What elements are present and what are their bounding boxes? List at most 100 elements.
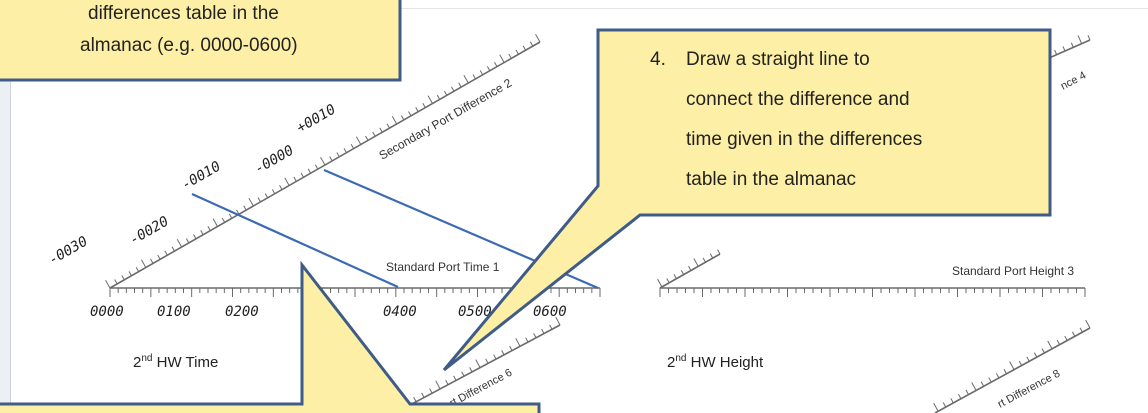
scale-tick bbox=[243, 205, 247, 211]
callout-step4 bbox=[442, 28, 1052, 372]
scale-tick bbox=[421, 392, 425, 398]
page-left-margin bbox=[0, 0, 11, 413]
scale-tick bbox=[386, 123, 390, 129]
secondary-port-difference-label: Secondary Port Difference 2 bbox=[377, 75, 515, 162]
scale-tick bbox=[427, 95, 433, 104]
scale-tick bbox=[942, 402, 947, 408]
scale-tick bbox=[1054, 49, 1058, 55]
scale-tick bbox=[248, 197, 254, 207]
scale-tick bbox=[422, 103, 426, 108]
scale-tick bbox=[1085, 319, 1091, 329]
scale-tick bbox=[680, 270, 685, 275]
scale-tick bbox=[709, 253, 714, 259]
callout-top-left-line1: differences table in the bbox=[88, 3, 279, 24]
scale-tick bbox=[320, 156, 326, 166]
scale-tick bbox=[343, 148, 347, 153]
page-top-edge bbox=[10, 0, 1148, 9]
scale-tick bbox=[314, 164, 319, 170]
base-tick-label-0100: 0100 bbox=[157, 304, 191, 320]
time-baseline-ticks bbox=[109, 288, 601, 297]
scale-tick bbox=[221, 217, 226, 223]
callout-bottom bbox=[0, 260, 541, 413]
scale-tick bbox=[1079, 327, 1083, 333]
height-diagonal-scale bbox=[659, 253, 721, 289]
time-diagonal-ticks bbox=[105, 33, 541, 289]
scale-tick bbox=[1071, 331, 1076, 337]
scale-tick bbox=[541, 328, 545, 334]
diag-tick-label-3: -0000 bbox=[252, 143, 297, 178]
callout-step4-line1: Draw a straight line to bbox=[686, 49, 870, 70]
scale-tick bbox=[533, 333, 537, 338]
scale-tick bbox=[657, 278, 663, 288]
scale-tick bbox=[1062, 46, 1066, 52]
scale-tick bbox=[666, 278, 670, 284]
scale-tick bbox=[493, 354, 497, 360]
scale-tick bbox=[279, 185, 283, 190]
scale-tick bbox=[463, 74, 469, 84]
scale-tick bbox=[525, 337, 529, 343]
base-tick-label-0200: 0200 bbox=[225, 304, 259, 320]
scale-tick bbox=[443, 90, 448, 96]
standard-port-time-label: Standard Port Time 1 bbox=[386, 260, 500, 274]
scale-tick bbox=[1003, 369, 1007, 374]
scale-tick bbox=[228, 213, 233, 219]
scale-tick bbox=[140, 259, 147, 268]
scale-tick bbox=[150, 258, 154, 264]
scale-tick bbox=[236, 209, 240, 215]
scale-tick bbox=[1087, 35, 1091, 41]
callout-step4-line3: time given in the differences bbox=[686, 129, 923, 150]
second-hw-time-label: 2nd HW Time bbox=[133, 353, 218, 371]
scale-tick bbox=[717, 249, 721, 255]
diag-tick-label-1: -0020 bbox=[127, 214, 172, 249]
scale-tick bbox=[535, 33, 541, 43]
scale-tick bbox=[435, 380, 441, 389]
scale-tick bbox=[1041, 348, 1045, 354]
scale-tick bbox=[965, 389, 969, 395]
time-lower-ticks bbox=[395, 316, 561, 411]
scale-tick bbox=[436, 94, 441, 100]
scale-tick bbox=[485, 358, 489, 364]
height-lower-scale bbox=[934, 327, 1091, 413]
scale-tick bbox=[688, 265, 692, 271]
scale-tick bbox=[164, 250, 168, 256]
scale-tick bbox=[1064, 335, 1068, 341]
scale-tick bbox=[1077, 35, 1083, 44]
scale-tick bbox=[379, 127, 383, 133]
base-tick-label-0600: 0600 bbox=[533, 304, 567, 320]
scale-tick bbox=[284, 177, 290, 186]
scale-tick bbox=[128, 271, 132, 276]
base-tick-label-0000: 0000 bbox=[90, 304, 124, 320]
scale-tick bbox=[336, 152, 340, 158]
scale-tick bbox=[549, 324, 553, 330]
scale-tick bbox=[494, 62, 498, 67]
scale-tick bbox=[415, 107, 419, 112]
scale-tick bbox=[957, 393, 962, 399]
diag-tick-label-2: -0010 bbox=[179, 159, 224, 194]
scale-tick bbox=[300, 172, 304, 178]
scale-tick bbox=[329, 156, 333, 162]
scale-tick bbox=[257, 197, 261, 203]
time-lower-scale bbox=[394, 324, 561, 413]
callout-top-left bbox=[0, 0, 402, 82]
scale-tick bbox=[271, 189, 276, 194]
scale-tick bbox=[114, 279, 118, 285]
scale-tick bbox=[499, 54, 505, 63]
height-diagonal-ticks bbox=[657, 249, 721, 288]
scale-tick bbox=[522, 45, 527, 51]
scale-tick bbox=[515, 49, 519, 55]
scale-tick bbox=[1009, 361, 1015, 370]
scale-tick bbox=[1070, 42, 1074, 48]
scale-tick bbox=[980, 381, 985, 387]
callout-top-left-line2: almanac (e.g. 0000-0600) bbox=[80, 35, 298, 56]
scale-tick bbox=[453, 375, 457, 381]
height-baseline-ticks bbox=[659, 288, 1086, 297]
scale-tick bbox=[529, 41, 534, 47]
scale-tick bbox=[1026, 356, 1030, 362]
base-tick-label-0500: 0500 bbox=[458, 304, 492, 320]
scale-tick bbox=[157, 254, 161, 260]
scale-tick bbox=[212, 218, 218, 227]
scale-tick bbox=[1033, 352, 1038, 358]
scale-tick bbox=[475, 359, 481, 368]
scale-tick bbox=[933, 402, 939, 412]
